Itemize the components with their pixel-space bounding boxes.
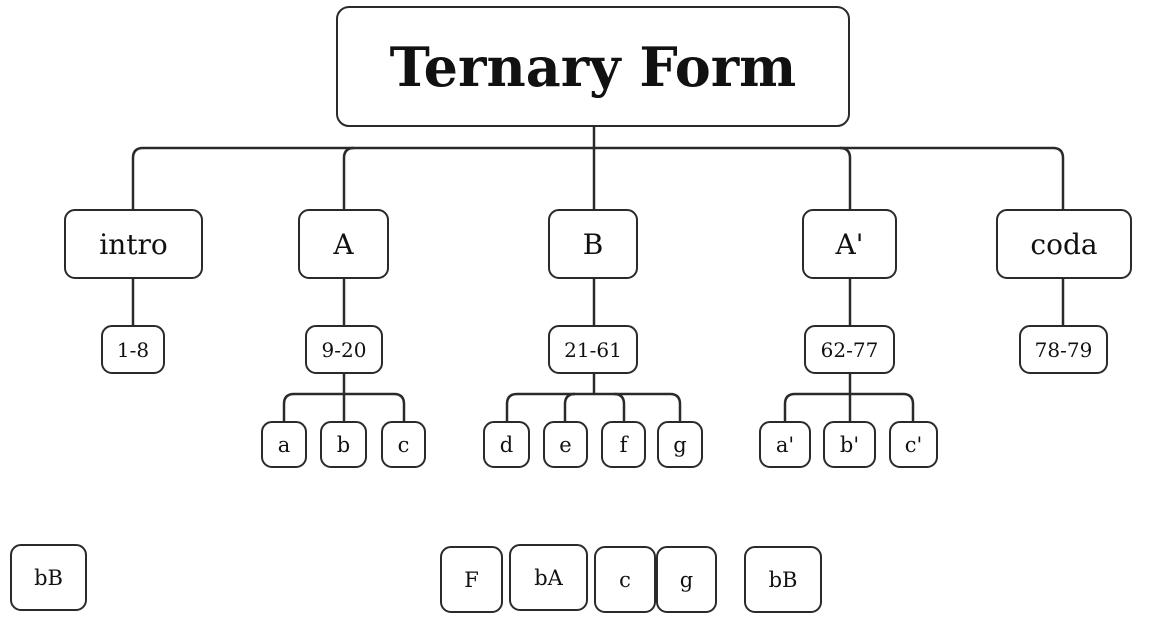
section-a-prime[interactable]: A'	[802, 209, 897, 279]
loose-box-bb-right[interactable]: bB	[744, 546, 822, 613]
subsection-e[interactable]: e	[543, 421, 588, 468]
measures-b[interactable]: 21-61	[548, 325, 638, 374]
section-b[interactable]: B	[548, 209, 638, 279]
title-node[interactable]: Ternary Form	[336, 6, 850, 127]
section-a[interactable]: A	[298, 209, 389, 279]
connector-b-sub-e	[563, 392, 576, 422]
subsection-a-prime[interactable]: a'	[759, 421, 811, 468]
section-coda[interactable]: coda	[996, 209, 1132, 279]
connector-b-sub-f	[613, 392, 626, 422]
connector-sections-bus	[131, 146, 1065, 210]
measures-a-prime[interactable]: 62-77	[804, 325, 895, 374]
loose-box-ba[interactable]: bA	[509, 544, 588, 611]
loose-box-c[interactable]: c	[594, 546, 656, 613]
connector-b-sub-bus	[505, 392, 682, 422]
measures-a[interactable]: 9-20	[305, 325, 383, 374]
subsection-c[interactable]: c	[381, 421, 426, 468]
subsection-b[interactable]: b	[320, 421, 367, 468]
subsection-f[interactable]: f	[601, 421, 646, 468]
subsection-b-prime[interactable]: b'	[823, 421, 876, 468]
measures-coda[interactable]: 78-79	[1019, 325, 1108, 374]
measures-intro[interactable]: 1-8	[101, 325, 165, 374]
subsection-a[interactable]: a	[261, 421, 307, 468]
connector-to-a	[342, 146, 355, 210]
subsection-c-prime[interactable]: c'	[889, 421, 938, 468]
loose-box-bb-left[interactable]: bB	[10, 544, 87, 611]
subsection-g[interactable]: g	[657, 421, 703, 468]
loose-box-g[interactable]: g	[656, 546, 717, 613]
loose-box-f[interactable]: F	[440, 546, 503, 613]
section-intro[interactable]: intro	[64, 209, 203, 279]
connector-to-a-prime	[839, 146, 852, 210]
subsection-d[interactable]: d	[483, 421, 530, 468]
